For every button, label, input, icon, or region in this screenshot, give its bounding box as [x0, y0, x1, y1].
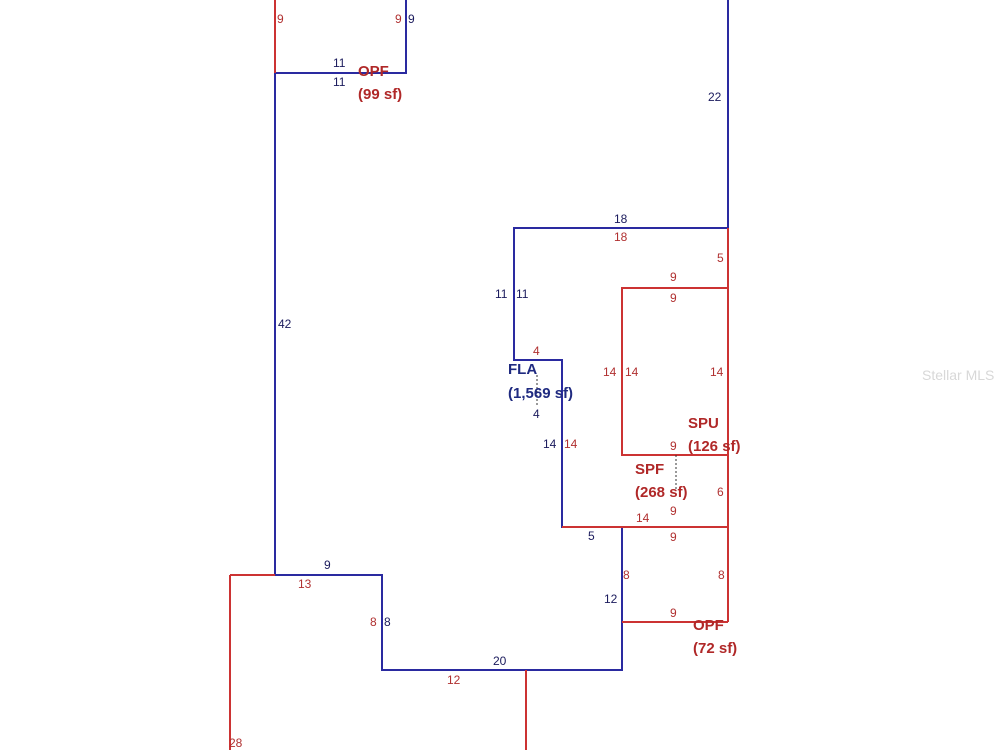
- dimension-label: 5: [717, 251, 724, 265]
- dimension-label: 14: [543, 437, 557, 451]
- dimension-label: 6: [717, 485, 724, 499]
- dimension-label: 14: [710, 365, 724, 379]
- opf-bottom-size: (72 sf): [693, 640, 737, 657]
- dimension-label: 9: [395, 12, 402, 26]
- dimension-label: 14: [636, 511, 650, 525]
- dimension-label: 9: [670, 606, 677, 620]
- fla-label: FLA: [508, 361, 537, 378]
- fla-size: (1,569 sf): [508, 385, 573, 402]
- dimension-label: 20: [493, 654, 507, 668]
- dimension-label: 11: [333, 75, 346, 89]
- dimension-label: 8: [718, 568, 725, 582]
- dimension-label: 14: [603, 365, 617, 379]
- dimension-label: 9: [670, 504, 677, 518]
- dimension-label: 8: [370, 615, 377, 629]
- watermark: Stellar MLS: [922, 367, 994, 383]
- dimension-label: 9: [408, 12, 415, 26]
- fla-outline: [274, 0, 729, 671]
- dimension-label: 11: [495, 287, 508, 301]
- dimension-labels: 9 9 9 11 11 22 18 18 5 11 11 9 9 42 4 4 …: [229, 12, 725, 750]
- opf-top-label: OPF: [358, 63, 389, 80]
- dimension-label: 4: [533, 407, 540, 421]
- dimension-label: 14: [625, 365, 639, 379]
- dimension-label: 8: [384, 615, 391, 629]
- dimension-label: 28: [229, 736, 243, 750]
- dimension-label: 12: [447, 673, 461, 687]
- opf-top-size: (99 sf): [358, 86, 402, 103]
- dimension-label: 9: [277, 12, 284, 26]
- dimension-label: 18: [614, 212, 628, 226]
- dimension-label: 9: [670, 439, 677, 453]
- dimension-label: 9: [670, 270, 677, 284]
- spu-size: (126 sf): [688, 438, 741, 455]
- opf-bottom-label: OPF: [693, 617, 724, 634]
- dimension-label: 11: [516, 287, 529, 301]
- dimension-label: 4: [533, 344, 540, 358]
- dimension-label: 9: [670, 530, 677, 544]
- dimension-label: 12: [604, 592, 618, 606]
- spu-label: SPU: [688, 415, 719, 432]
- dimension-label: 42: [278, 317, 292, 331]
- dimension-label: 5: [588, 529, 595, 543]
- dimension-label: 13: [298, 577, 312, 591]
- porch-outlines: [229, 0, 729, 750]
- dimension-label: 8: [623, 568, 630, 582]
- dimension-label: 9: [324, 558, 331, 572]
- dimension-label: 11: [333, 56, 346, 70]
- spf-size: (268 sf): [635, 484, 688, 501]
- dimension-label: 18: [614, 230, 628, 244]
- dimension-label: 22: [708, 90, 722, 104]
- spf-label: SPF: [635, 461, 664, 478]
- dimension-label: 14: [564, 437, 578, 451]
- dimension-label: 9: [670, 291, 677, 305]
